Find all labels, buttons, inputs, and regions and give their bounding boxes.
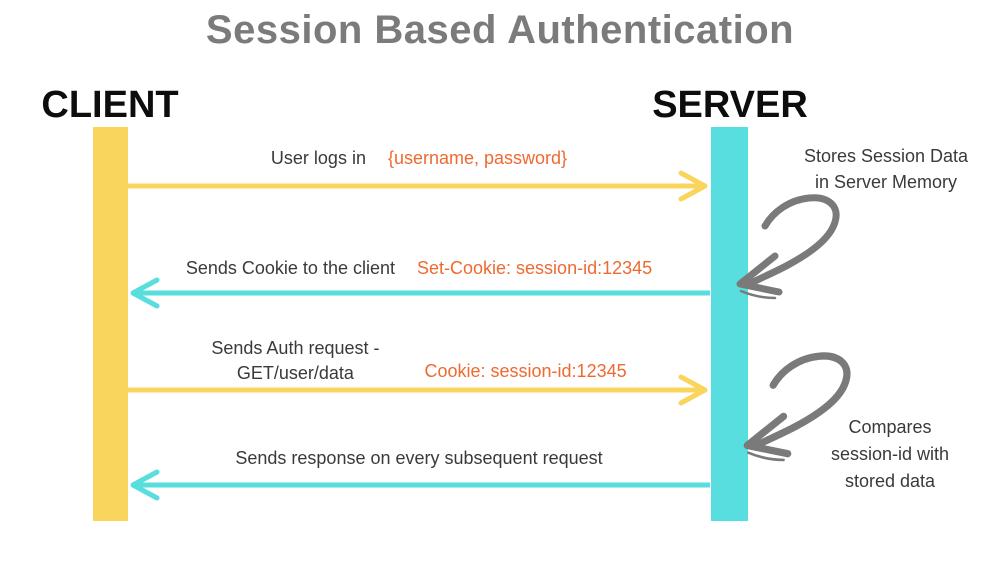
curved-arrow-icon bbox=[743, 352, 851, 462]
right-arrow-icon bbox=[128, 170, 708, 202]
message-3-text: Sends Auth request - GET/user/data bbox=[211, 338, 380, 383]
message-3-code: Cookie: session-id:12345 bbox=[424, 361, 627, 381]
message-2-label-row: Sends Cookie to the client Set-Cookie: s… bbox=[128, 258, 710, 279]
message-4-label-row: Sends response on every subsequent reque… bbox=[128, 448, 710, 469]
diagram-title: Session Based Authentication bbox=[205, 8, 795, 52]
message-1-label-row: User logs in {username, password} bbox=[128, 148, 710, 169]
left-arrow-icon bbox=[130, 277, 710, 309]
client-lifeline-bar bbox=[93, 127, 128, 521]
client-actor-label: CLIENT bbox=[41, 84, 179, 126]
message-2-text: Sends Cookie to the client bbox=[185, 258, 395, 278]
message-4-text: Sends response on every subsequent reque… bbox=[235, 448, 603, 468]
note-compares-session: Compares session-id with stored data bbox=[830, 417, 950, 491]
curved-arrow-icon bbox=[736, 194, 840, 300]
note-stores-session: Stores Session Data in Server Memory bbox=[803, 146, 969, 192]
server-lifeline-bar bbox=[711, 127, 748, 521]
left-arrow-icon bbox=[130, 469, 710, 501]
message-1-code: {username, password} bbox=[387, 148, 568, 168]
message-2-code: Set-Cookie: session-id:12345 bbox=[417, 258, 653, 278]
right-arrow-icon bbox=[128, 374, 708, 406]
message-1-text: User logs in bbox=[270, 148, 366, 168]
message-3-label-row: Sends Auth request - GET/user/data Cooki… bbox=[128, 334, 710, 386]
server-actor-label: SERVER bbox=[652, 84, 808, 126]
